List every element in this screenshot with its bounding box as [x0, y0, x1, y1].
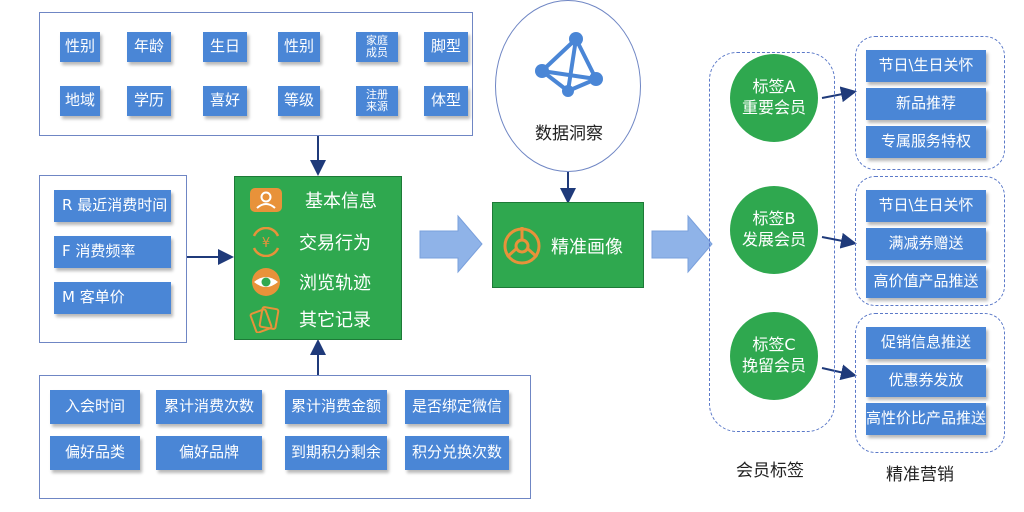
precision-portrait-label: 精准画像: [551, 237, 623, 258]
yen-cycle-icon: ¥: [252, 227, 280, 257]
profile-attributes-panel: [39, 12, 473, 136]
flow-arrow-core-to-portrait: [419, 214, 483, 274]
membership-behavior-tag: 是否绑定微信: [405, 390, 509, 424]
member-tag-segment: 重要会员: [741, 98, 806, 117]
marketing-action-tag: 高性价比产品推送: [866, 403, 986, 435]
marketing-action-tag: 专属服务特权: [866, 126, 986, 158]
data-insight-circle: 数据洞察: [495, 0, 641, 172]
profile-attribute-tag: 体型: [424, 86, 468, 116]
connector-a-to-actions: [821, 86, 857, 103]
marketing-action-tag: 节日\生日关怀: [866, 50, 986, 82]
member-tag-name: 标签C: [752, 335, 796, 355]
profile-attribute-tag: 家庭成员: [356, 32, 398, 62]
profile-attribute-tag: 性别: [278, 32, 320, 62]
target-icon: [503, 227, 541, 265]
core-row-label: 浏览轨迹: [299, 273, 371, 294]
profile-attribute-tag: 脚型: [424, 32, 468, 62]
profile-attribute-tag: 地域: [60, 86, 100, 116]
flow-arrow-portrait-to-tags: [651, 214, 713, 274]
core-row-transactions: ¥ 交易行为: [249, 227, 371, 257]
membership-behavior-tag: 入会时间: [50, 390, 140, 424]
core-data-box: 基本信息 ¥ 交易行为 浏览轨迹 其它记录: [234, 176, 402, 340]
marketing-action-tag: 新品推荐: [866, 88, 986, 120]
profile-attribute-tag: 学历: [127, 86, 171, 116]
profile-attribute-tag: 生日: [203, 32, 247, 62]
core-row-other: 其它记录: [249, 305, 371, 333]
data-insight-label: 数据洞察: [535, 124, 603, 144]
rfm-tag: F 消费频率: [54, 236, 171, 268]
records-icon: [249, 306, 280, 333]
member-tag-segment: 发展会员: [741, 230, 806, 249]
core-row-label: 交易行为: [299, 233, 371, 254]
core-row-browsing: 浏览轨迹: [249, 267, 371, 297]
profile-attribute-tag: 年龄: [127, 32, 171, 62]
svg-text:¥: ¥: [262, 236, 270, 251]
marketing-action-group: [855, 176, 1005, 306]
membership-behavior-tag: 到期积分剩余: [285, 436, 387, 470]
rfm-tag: R 最近消费时间: [54, 190, 171, 222]
marketing-action-tag: 高价值产品推送: [866, 266, 986, 298]
membership-behavior-tag: 积分兑换次数: [405, 436, 509, 470]
membership-behavior-tag: 偏好品类: [50, 436, 140, 470]
connector-c-to-actions: [821, 364, 857, 381]
member-tag-segment: 挽留会员: [741, 356, 806, 375]
eye-icon: [252, 268, 280, 296]
core-row-basic-info: 基本信息: [249, 187, 377, 213]
member-tag-name: 标签B: [752, 209, 796, 229]
marketing-action-tag: 促销信息推送: [866, 327, 986, 359]
member-tag-name: 标签A: [752, 77, 796, 97]
membership-behavior-tag: 累计消费金额: [285, 390, 387, 424]
network-icon: [535, 32, 603, 97]
profile-attribute-tag: 喜好: [203, 86, 247, 116]
membership-behavior-tag: 偏好品牌: [156, 436, 262, 470]
precision-portrait-box: 精准画像: [492, 202, 644, 288]
core-row-label: 基本信息: [305, 191, 377, 212]
contact-icon: [250, 188, 282, 212]
marketing-action-tag: 优惠券发放: [866, 365, 986, 397]
connector-b-to-actions: [821, 232, 857, 249]
profile-attribute-tag: 性别: [60, 32, 100, 62]
marketing-action-group: [855, 313, 1005, 453]
profile-attribute-tag: 注册来源: [356, 86, 398, 116]
profile-attribute-tag: 等级: [278, 86, 320, 116]
membership-behavior-tag: 累计消费次数: [156, 390, 262, 424]
marketing-action-tag: 节日\生日关怀: [866, 190, 986, 222]
member-tags-caption: 会员标签: [736, 461, 804, 481]
member-tags-group: [709, 52, 835, 432]
marketing-action-group: [855, 36, 1005, 170]
rfm-tag: M 客单价: [54, 282, 171, 314]
precision-marketing-caption: 精准营销: [886, 465, 954, 485]
marketing-action-tag: 满减券赠送: [866, 228, 986, 260]
core-row-label: 其它记录: [299, 310, 371, 331]
